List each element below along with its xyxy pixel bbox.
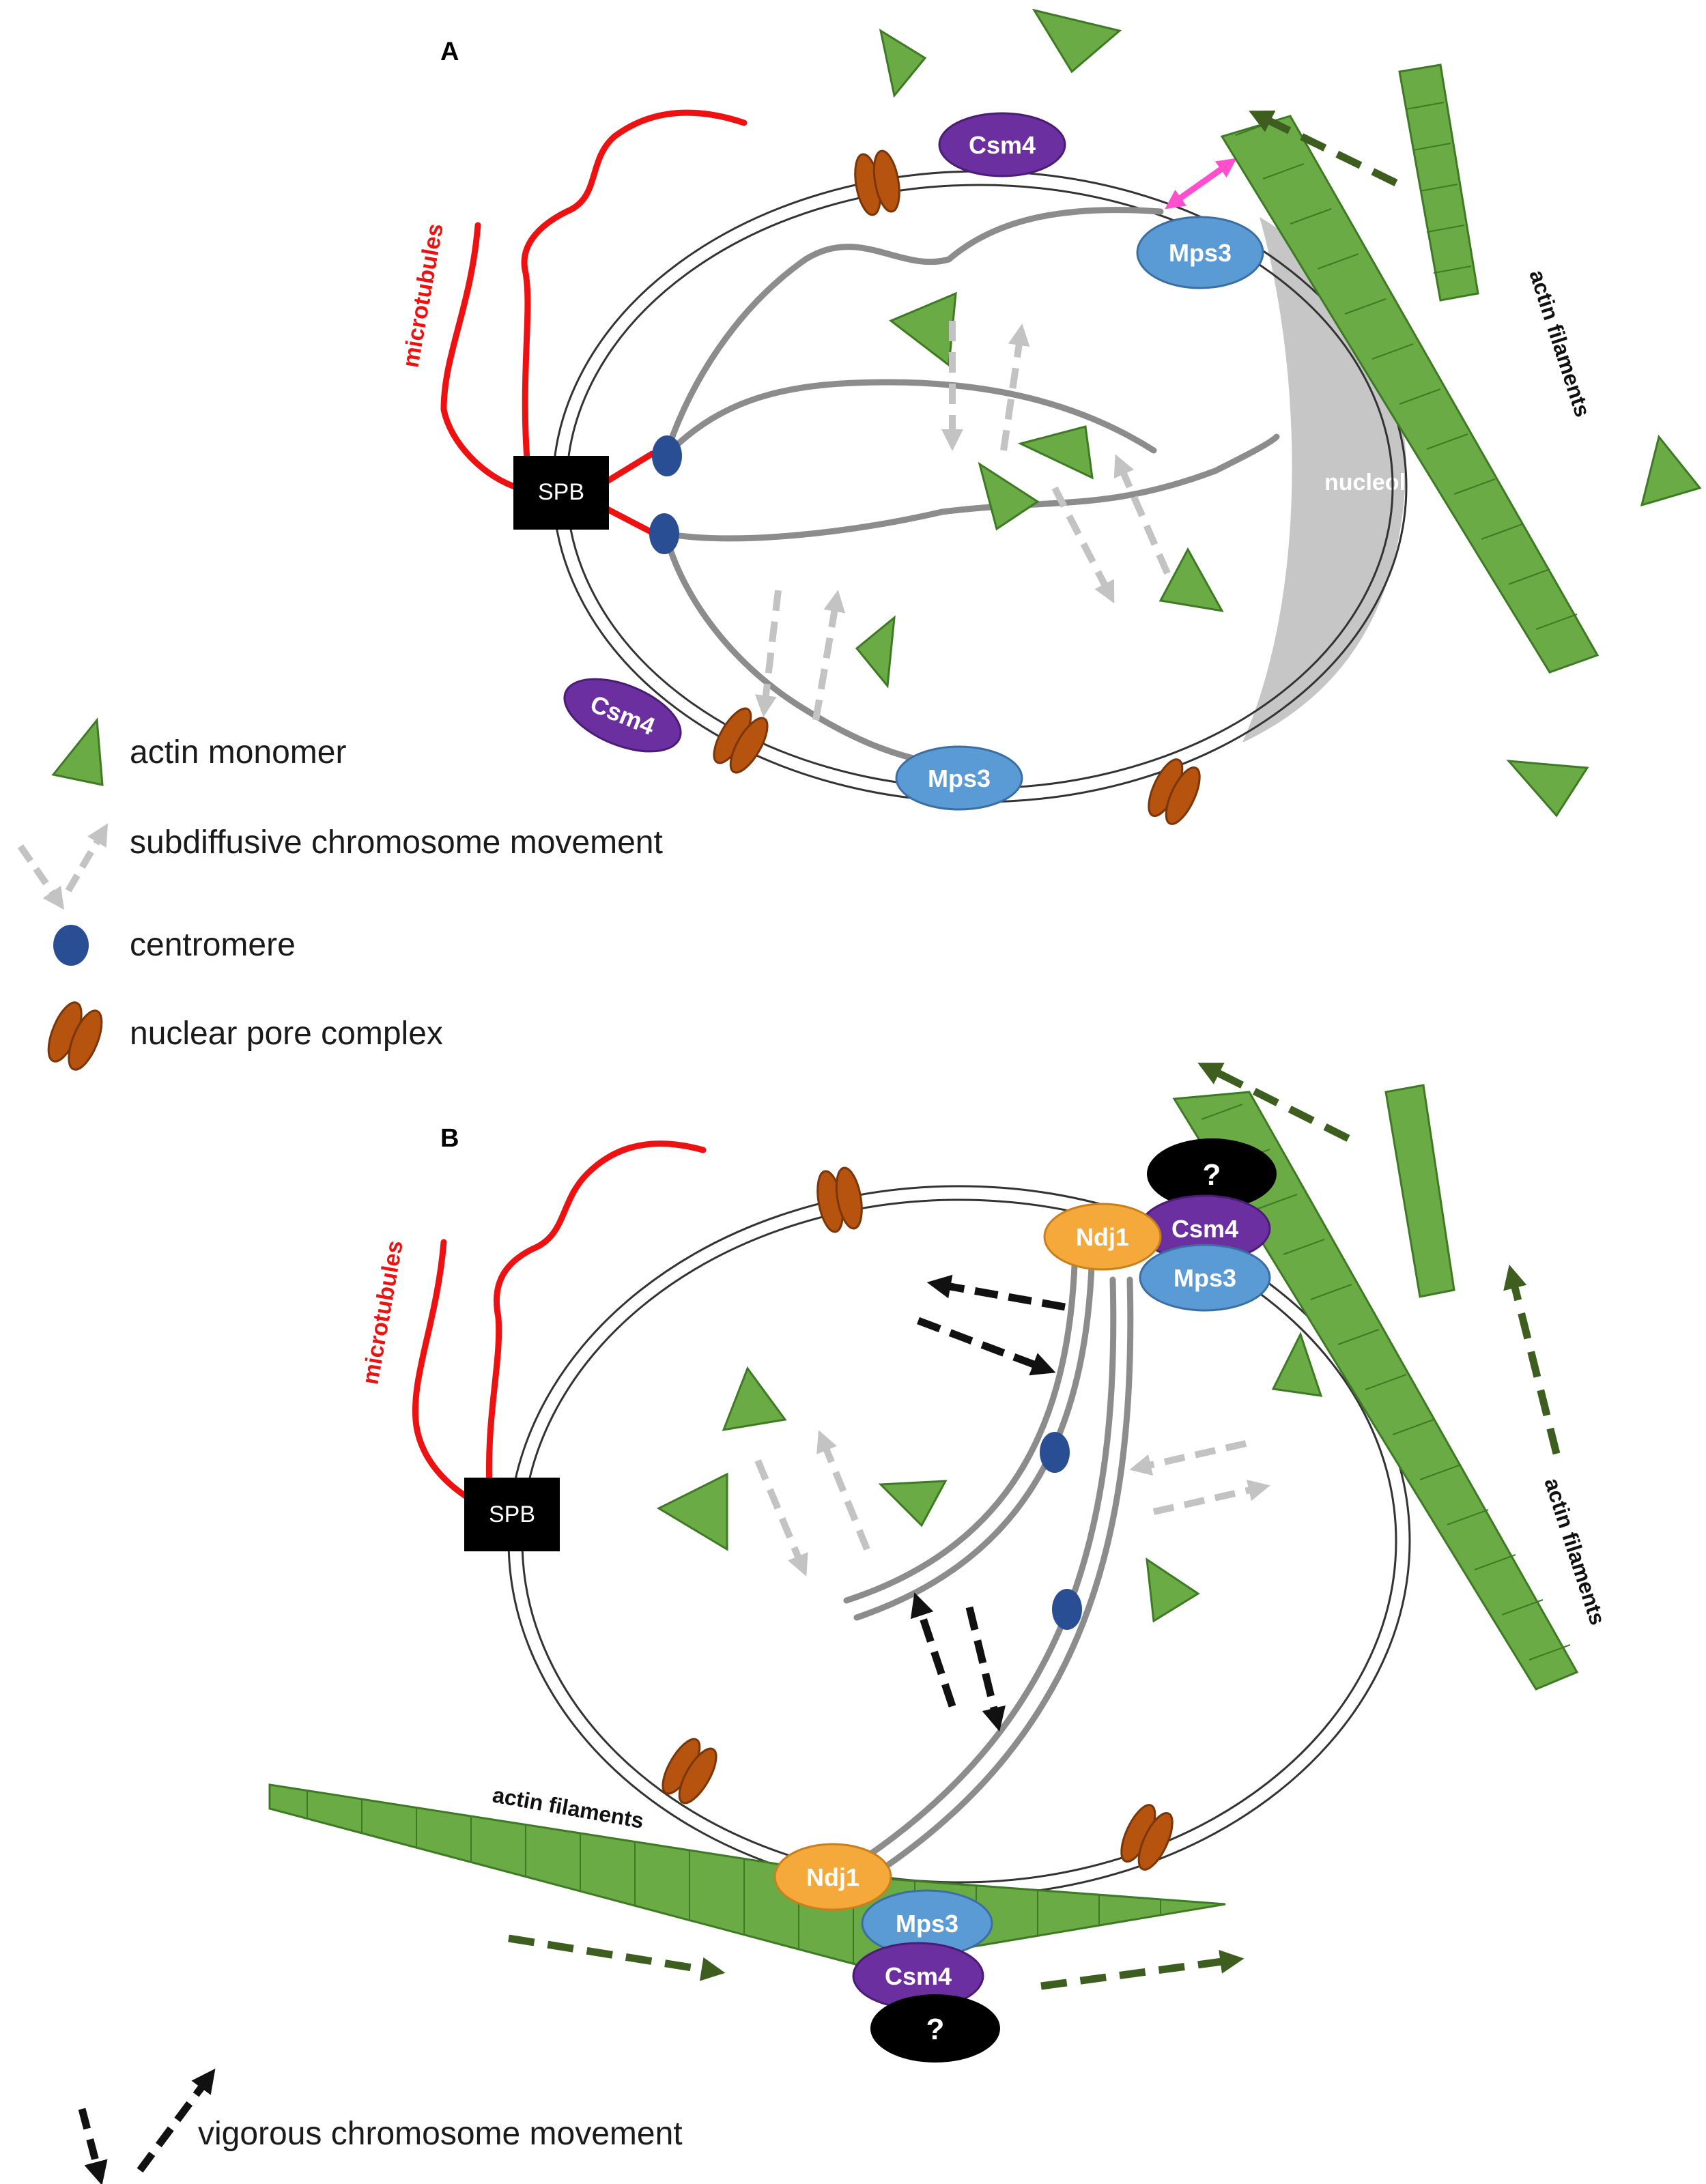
legend-actin-monomer-label: actin monomer bbox=[130, 734, 346, 771]
legend-actin-monomer-icon bbox=[51, 717, 104, 786]
nuclear-pore-complex-a-3 bbox=[1148, 758, 1201, 825]
actin-filaments-label-a: actin filaments bbox=[1524, 267, 1595, 420]
nuclear-pore-complex-b-3 bbox=[1120, 1804, 1174, 1871]
nuclear-pore-complex-b-1 bbox=[816, 1166, 863, 1233]
subdiffusive-arrows-a bbox=[754, 321, 1171, 721]
paired-homologs-b bbox=[843, 1242, 1134, 1873]
vigorous-arrows-b bbox=[910, 1274, 1066, 1732]
actin-monomer-a-1 bbox=[879, 28, 927, 98]
nucleolus-label: nucleolus bbox=[1324, 470, 1433, 495]
actin-monomer-a-5 bbox=[978, 461, 1040, 531]
legend-centromere-label: centromere bbox=[130, 927, 296, 963]
mps3-label-a-right: Mps3 bbox=[1169, 239, 1232, 267]
actin-monomer-b-5 bbox=[1271, 1332, 1323, 1397]
legend-npc-label: nuclear pore complex bbox=[130, 1016, 443, 1052]
actin-monomer-a-9 bbox=[1506, 760, 1589, 818]
microtubules-b bbox=[412, 1140, 707, 1512]
legend-subdiffusive-label: subdiffusive chromosome movement bbox=[130, 824, 663, 861]
actin-monomer-b-2 bbox=[656, 1472, 728, 1551]
mps3-b-top bbox=[1139, 1244, 1271, 1312]
csm4-label-a-top: Csm4 bbox=[969, 131, 1036, 159]
spindle-pole-body-b bbox=[464, 1478, 560, 1551]
unknown-protein-label-b-top: ? bbox=[1203, 1158, 1221, 1192]
actin-monomer-a-3 bbox=[889, 291, 957, 367]
actin-filament-b-right bbox=[1172, 1084, 1579, 1691]
csm4-label-b-bottom: Csm4 bbox=[885, 1962, 952, 1990]
actin-filament-a-diagonal bbox=[1220, 63, 1600, 674]
panel-b-letter: B bbox=[440, 1124, 459, 1153]
actin-flow-arrows-b bbox=[508, 1063, 1561, 1990]
spindle-pole-body-a bbox=[513, 456, 609, 530]
ndj1-b-top bbox=[1043, 1203, 1162, 1271]
microtubules-label-b: microtubules bbox=[357, 1239, 408, 1387]
actin-monomer-a-7 bbox=[855, 615, 896, 689]
legend-centromere-icon bbox=[53, 925, 89, 966]
ndj1-b-bottom bbox=[773, 1843, 892, 1911]
unknown-protein-b-bottom bbox=[870, 1994, 1000, 2063]
centromere-b-1 bbox=[1040, 1432, 1070, 1473]
actin-monomer-a-4 bbox=[1017, 425, 1094, 480]
actin-monomer-b-3 bbox=[878, 1480, 948, 1527]
spb-label-a: SPB bbox=[538, 479, 584, 505]
mps3-a-right bbox=[1136, 216, 1264, 289]
panel-a-letter: A bbox=[440, 38, 459, 66]
microtubules-label-a: microtubules bbox=[397, 222, 448, 370]
actin-monomer-a-8 bbox=[1640, 434, 1702, 507]
nuclear-pore-complex-b-2 bbox=[662, 1738, 717, 1805]
actin-flow-arrow-a bbox=[1249, 110, 1398, 186]
legend-vigorous-label: vigorous chromosome movement bbox=[198, 2116, 683, 2152]
legend-vigorous-icon bbox=[78, 2068, 216, 2184]
mps3-a-bottom bbox=[895, 745, 1023, 811]
csm4-label-b-top: Csm4 bbox=[1171, 1215, 1238, 1243]
centromere-b-2 bbox=[1052, 1589, 1082, 1630]
nuclear-pore-complex-a-1 bbox=[854, 149, 900, 216]
nuclear-pore-complex-a-2 bbox=[713, 707, 769, 774]
chromosomes-a bbox=[662, 207, 1280, 768]
mps3-label-b-bottom: Mps3 bbox=[896, 1910, 958, 1938]
actin-filaments-label-b-right: actin filaments bbox=[1539, 1475, 1610, 1628]
ndj1-label-b-bottom: Ndj1 bbox=[806, 1863, 859, 1891]
centromere-a-2 bbox=[649, 513, 679, 554]
csm4-a-bottom bbox=[563, 678, 682, 753]
legend-subdiffusive-icon bbox=[17, 823, 109, 910]
mps3-actin-link-arrow bbox=[1165, 158, 1237, 210]
actin-monomer-a-6 bbox=[1158, 547, 1224, 612]
actin-monomer-b-4 bbox=[1146, 1557, 1200, 1623]
legend-npc-icon bbox=[47, 1001, 103, 1071]
subdiffusive-arrows-b bbox=[754, 1430, 1270, 1577]
mps3-label-a-bottom: Mps3 bbox=[928, 764, 991, 792]
csm4-a-top bbox=[938, 112, 1066, 177]
centromere-a-1 bbox=[652, 435, 682, 476]
actin-monomer-a-2 bbox=[1032, 8, 1122, 74]
actin-monomer-b-1 bbox=[722, 1366, 787, 1431]
ndj1-label-b-top: Ndj1 bbox=[1076, 1223, 1129, 1251]
spb-label-b: SPB bbox=[489, 1502, 535, 1527]
actin-filament-b-bottom bbox=[268, 1783, 1226, 1967]
unknown-protein-b-top bbox=[1147, 1138, 1277, 1209]
mps3-label-b-top: Mps3 bbox=[1174, 1264, 1236, 1292]
unknown-protein-label-b-bottom: ? bbox=[926, 2013, 945, 2046]
